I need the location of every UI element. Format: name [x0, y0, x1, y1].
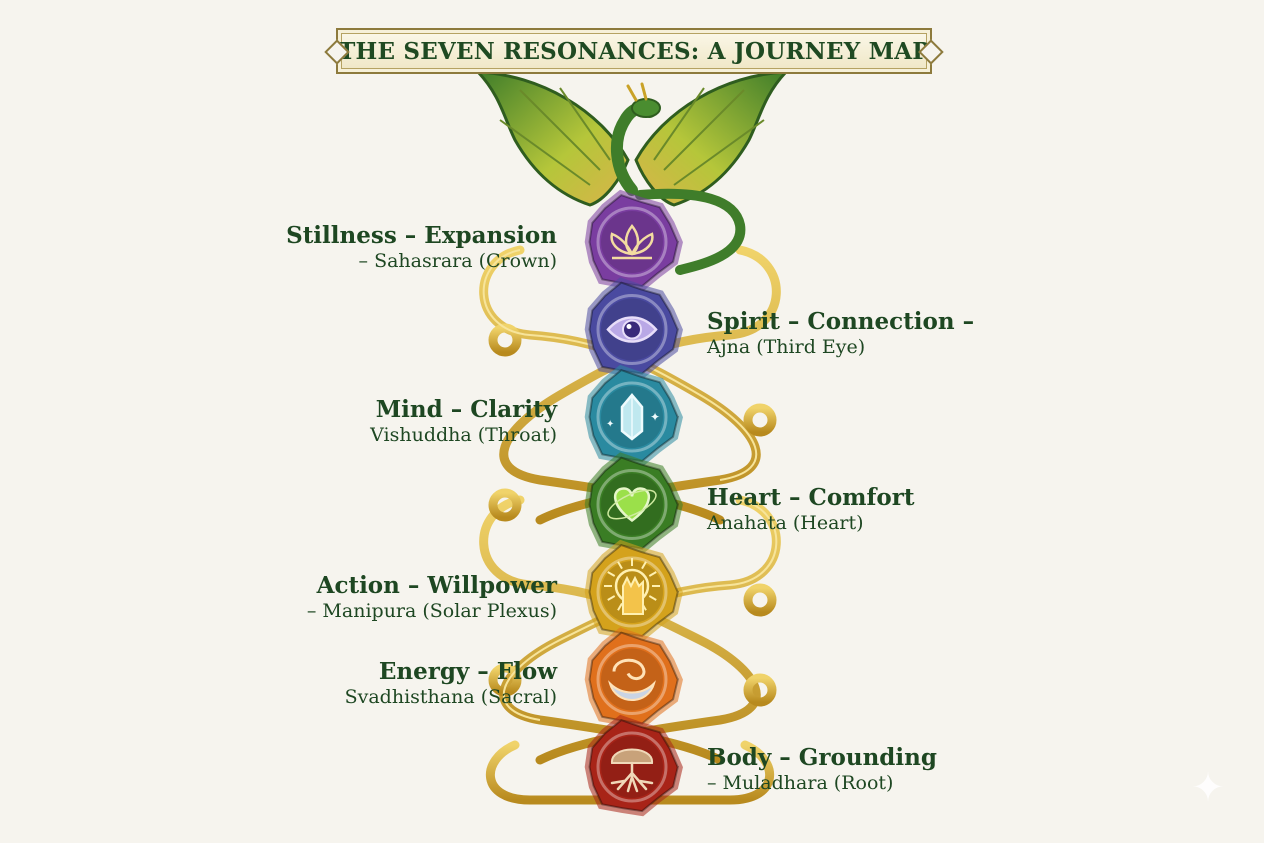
chakra-name: – Muladhara (Root) [707, 771, 894, 794]
resonance-name: Action – Willpower [316, 572, 557, 599]
title-plaque: THE SEVEN RESONANCES: A JOURNEY MAP [336, 28, 932, 74]
chakra-seal [584, 714, 683, 817]
resonance-name: Mind – Clarity [375, 396, 557, 423]
chakra-seal [584, 277, 683, 379]
crystal-icon: ✦✦ [606, 393, 660, 441]
tree-roots-icon [610, 748, 654, 793]
chakra-name: – Manipura (Solar Plexus) [306, 599, 557, 622]
chakra-seal [584, 539, 683, 642]
resonance-name: Stillness – Expansion [286, 222, 557, 249]
dragon-tail [635, 188, 746, 275]
eye-icon [606, 316, 658, 343]
chakra-name: Ajna (Third Eye) [707, 335, 866, 358]
sparkle-icon: ✦ [1191, 765, 1225, 811]
chakra-seals: ✦✦ [584, 189, 683, 817]
chakra-name: Vishuddha (Throat) [370, 423, 557, 446]
dragon-head [631, 98, 661, 118]
chakra-seal: ✦✦ [584, 364, 683, 467]
dragon-wing-left [474, 70, 630, 207]
chakra-seal [584, 452, 683, 554]
heart-icon [607, 487, 657, 523]
resonance-label-throat: Mind – Clarity Vishuddha (Throat) [370, 396, 557, 446]
resonance-label-solar-plexus: Action – Willpower – Manipura (Solar Ple… [307, 572, 557, 622]
svg-text:✦: ✦ [606, 419, 614, 430]
chakra-name: Anahata (Heart) [707, 511, 864, 534]
chakra-name: Svadhisthana (Sacral) [344, 685, 557, 708]
resonance-label-crown: Stillness – Expansion – Sahasrara (Crown… [286, 222, 557, 272]
resonance-label-third-eye: Spirit – Connection – Ajna (Third Eye) [707, 308, 974, 358]
water-moon-icon [608, 658, 656, 701]
page-title: THE SEVEN RESONANCES: A JOURNEY MAP [338, 37, 930, 65]
chakra-seal [584, 189, 683, 292]
resonance-name: Heart – Comfort [707, 484, 915, 511]
resonance-label-sacral: Energy – Flow Svadhisthana (Sacral) [345, 658, 557, 708]
dragon-wing-right [634, 70, 790, 207]
lotus-icon [610, 223, 654, 260]
svg-text:✦: ✦ [650, 410, 660, 424]
resonance-label-heart: Heart – Comfort Anahata (Heart) [707, 484, 914, 534]
sun-hand-icon [604, 558, 660, 615]
chakra-name: – Sahasrara (Crown) [358, 249, 557, 272]
chakra-seal [584, 627, 683, 729]
resonance-label-root: Body – Grounding – Muladhara (Root) [707, 744, 937, 794]
resonance-name: Spirit – Connection – [707, 308, 975, 335]
resonance-name: Body – Grounding [707, 744, 937, 771]
dragon-illustration [474, 70, 790, 275]
resonance-name: Energy – Flow [378, 658, 557, 685]
